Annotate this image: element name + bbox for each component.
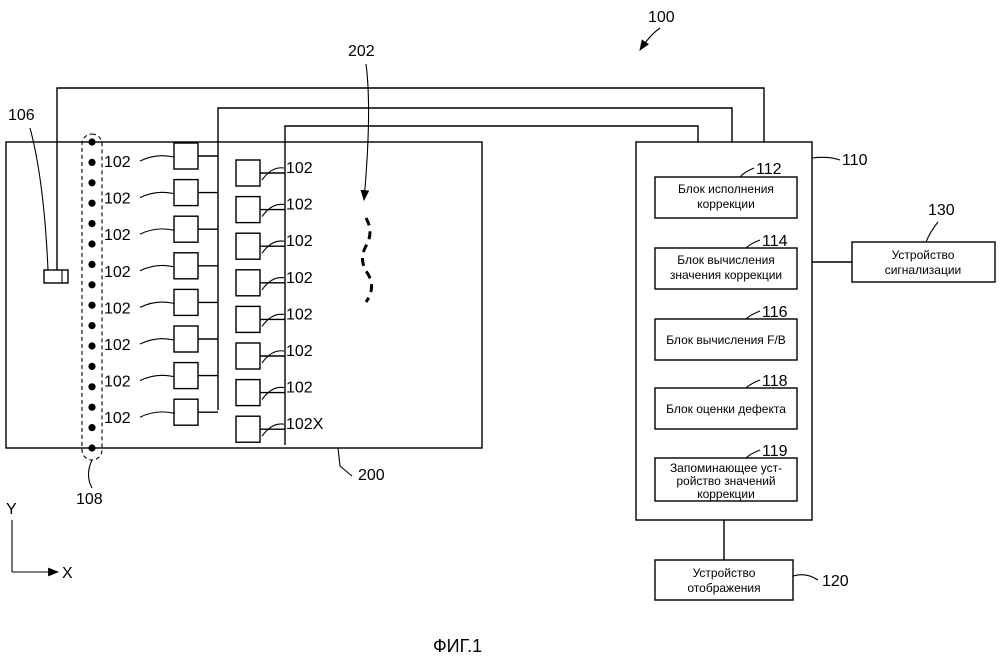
ref-sensor-label: 106: [8, 107, 35, 124]
left-unit: [174, 363, 198, 389]
right-unit: [236, 416, 260, 442]
column-dot: [88, 322, 95, 329]
column-dot: [88, 383, 95, 390]
sensor-box: [44, 270, 68, 283]
right-unit-label: 102: [286, 270, 313, 287]
ref-block-116-label: 116: [762, 304, 788, 321]
ref-sensor-leader: [30, 128, 48, 270]
block-114-line-2: значения коррекции: [670, 268, 782, 282]
right-unit: [236, 233, 260, 259]
right-unit-label: 102: [286, 233, 313, 250]
column-dot: [88, 281, 95, 288]
axis-x-label: X: [62, 565, 73, 582]
column-dot: [88, 138, 95, 145]
left-unit-label: 102: [104, 374, 131, 391]
block-114-line-1: Блок вычисления: [677, 253, 775, 267]
left-unit-label: 102: [104, 337, 131, 354]
ref-column-leader: [89, 460, 93, 488]
column-dot: [88, 220, 95, 227]
ref-display-label: 120: [822, 573, 849, 590]
right-unit: [236, 160, 260, 186]
ref-block-118-label: 118: [762, 373, 788, 390]
right-unit-x-label: 102X: [286, 416, 324, 433]
figure-caption: ФИГ.1: [433, 636, 482, 656]
ref-column-label: 108: [76, 491, 103, 508]
block-119-line-3: коррекции: [697, 487, 755, 501]
column-dot: [88, 159, 95, 166]
display-line-1: Устройство: [693, 566, 756, 580]
block-116-line-1: Блок вычисления F/B: [666, 333, 786, 347]
left-units-group: 102 102 102 102 102 102 102 102: [104, 143, 218, 427]
block-112-line-1: Блок исполнения: [678, 182, 774, 196]
right-unit: [236, 197, 260, 223]
right-unit-label: 102: [286, 343, 313, 360]
column-dot: [88, 240, 95, 247]
right-unit: [236, 270, 260, 296]
ref-block-119-label: 119: [762, 443, 788, 460]
left-unit-label: 102: [104, 191, 131, 208]
ref-controller-leader: [812, 157, 840, 160]
block-112-line-2: коррекции: [697, 197, 755, 211]
ref-defect-label: 202: [348, 43, 375, 60]
right-unit: [236, 306, 260, 332]
left-unit: [174, 143, 198, 169]
left-unit-label: 102: [104, 154, 131, 171]
alarm-line-1: Устройство: [892, 248, 955, 262]
left-unit: [174, 253, 198, 279]
column-dot: [88, 424, 95, 431]
right-unit-label: 102: [286, 197, 313, 214]
axis-y-label: Y: [6, 501, 17, 518]
column-dot: [88, 404, 95, 411]
column-dot: [88, 200, 95, 207]
ref-alarm-label: 130: [928, 202, 955, 219]
block-118-line-1: Блок оценки дефекта: [666, 402, 786, 416]
column-dot: [88, 342, 95, 349]
left-unit: [174, 216, 198, 242]
ref-defect-arrow: [364, 64, 369, 200]
left-unit: [174, 289, 198, 315]
column-dot: [88, 261, 95, 268]
column-dot: [88, 444, 95, 451]
display-line-2: отображения: [687, 581, 760, 595]
ref-controller-label: 110: [842, 152, 868, 169]
right-unit-label: 102: [286, 306, 313, 323]
column-dots: [88, 138, 95, 451]
right-unit-label: 102: [286, 380, 313, 397]
left-unit: [174, 326, 198, 352]
ref-block-112-label: 112: [756, 161, 782, 178]
alarm-line-2: сигнализации: [885, 263, 962, 277]
left-unit-label: 102: [104, 227, 131, 244]
left-unit-label: 102: [104, 264, 131, 281]
right-unit: [236, 343, 260, 369]
right-unit-label: 102: [286, 160, 313, 177]
column-dot: [88, 179, 95, 186]
block-119-line-1: Запоминающее уст-: [670, 461, 782, 475]
left-unit: [174, 180, 198, 206]
left-unit-label: 102: [104, 410, 131, 427]
ref-system-label: 100: [648, 9, 675, 26]
column-dot: [88, 363, 95, 370]
right-unit: [236, 380, 260, 406]
ref-system-arrow: [640, 28, 660, 50]
left-unit: [174, 399, 198, 425]
left-unit-label: 102: [104, 300, 131, 317]
block-119-line-2: ройство значений: [676, 474, 775, 488]
column-dot: [88, 302, 95, 309]
ref-object-label: 200: [358, 467, 385, 484]
ref-object-leader: [338, 448, 352, 476]
defect-mark: [362, 218, 371, 302]
right-units-group: 102 102 102 102 102 102 102 102X: [236, 160, 324, 442]
ref-block-114-label: 114: [762, 233, 788, 250]
